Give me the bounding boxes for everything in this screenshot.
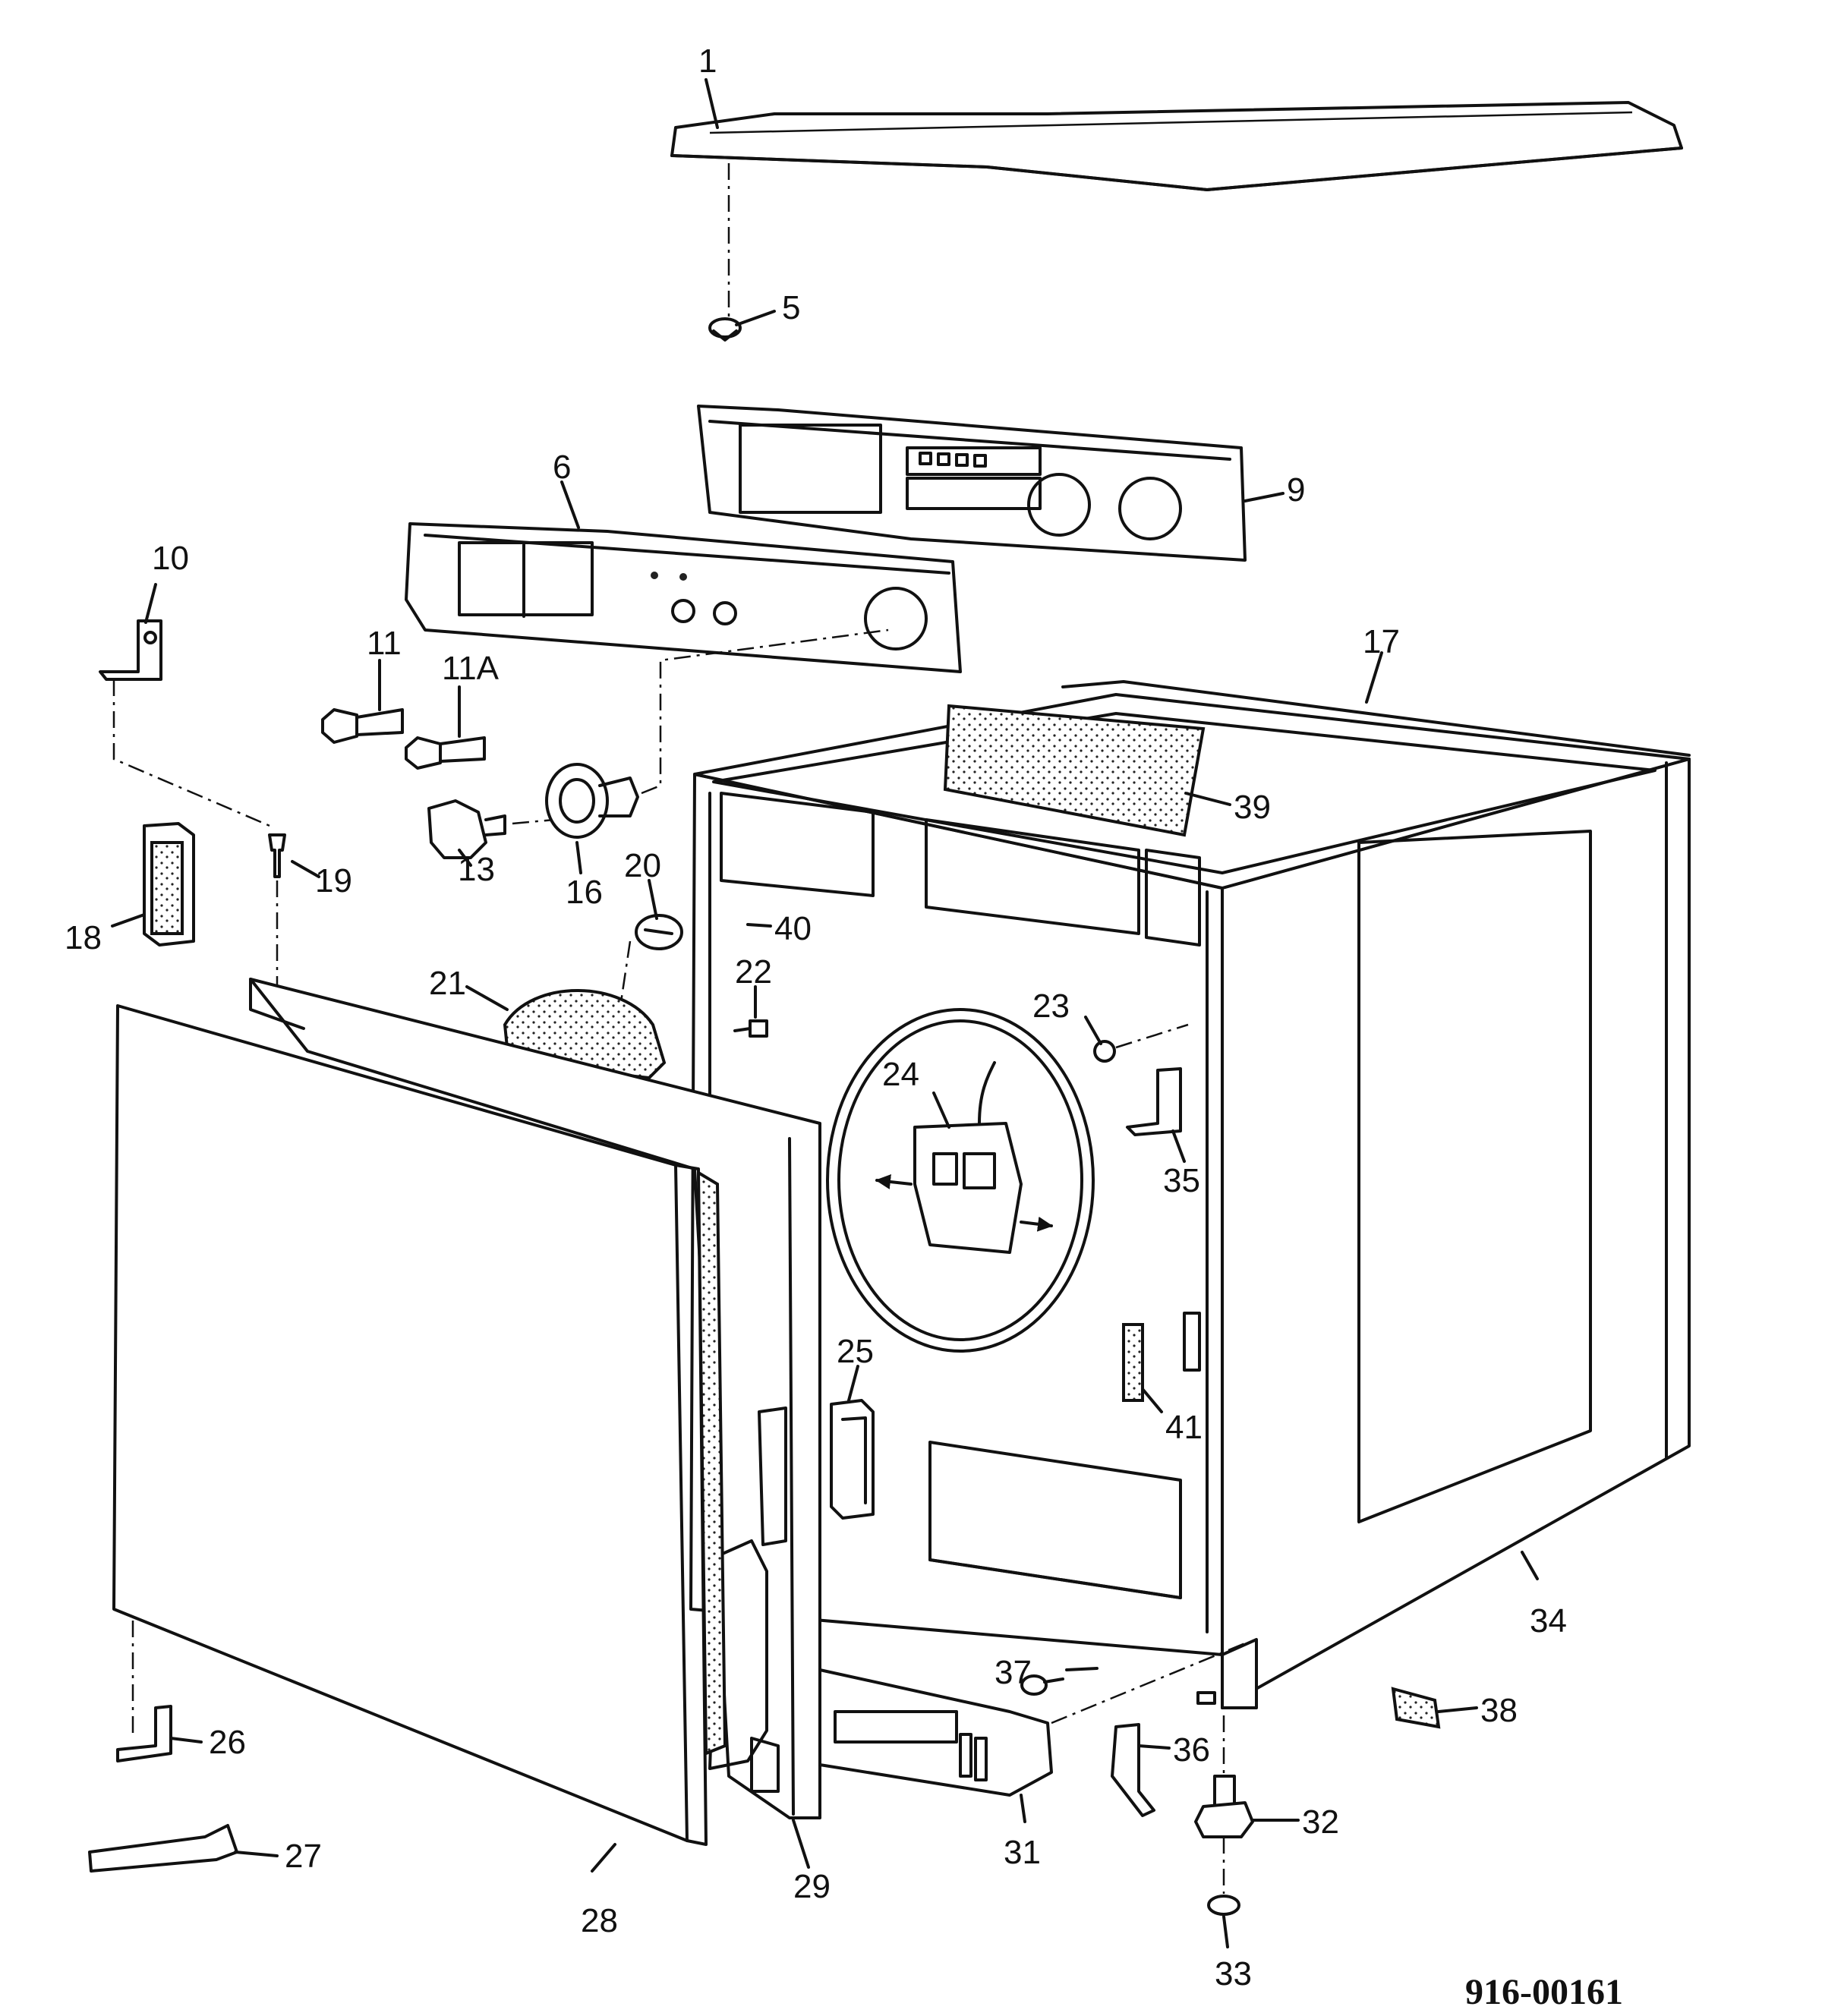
callout-36: 36	[1173, 1731, 1210, 1769]
callout-11: 11	[367, 625, 402, 662]
part-1-top-lid	[670, 101, 1683, 191]
part-13-knob	[427, 799, 506, 859]
callout-20: 20	[624, 847, 661, 884]
callout-41: 41	[1165, 1409, 1203, 1446]
callout-11a: 11A	[442, 650, 500, 687]
callout-29: 29	[793, 1868, 831, 1905]
callout-22: 22	[735, 953, 772, 991]
callout-34: 34	[1530, 1602, 1567, 1640]
part-31-kick-plate	[818, 1668, 1053, 1797]
part-20-grommet	[635, 914, 683, 950]
callout-5: 5	[782, 289, 800, 326]
part-23-cap	[1093, 1023, 1189, 1063]
callout-25: 25	[837, 1333, 874, 1370]
callout-35: 35	[1163, 1162, 1200, 1199]
callout-9: 9	[1287, 471, 1305, 509]
part-19-pin	[268, 833, 286, 878]
part-9-control-panel	[697, 405, 1247, 562]
part-22-screw	[733, 1019, 768, 1038]
part-29-door-frame	[249, 978, 821, 1819]
part-32-foot	[1194, 1775, 1254, 1838]
callout-39: 39	[1234, 789, 1271, 826]
part-5-clip	[708, 317, 742, 342]
callout-26: 26	[209, 1724, 246, 1761]
callout-31: 31	[1004, 1834, 1041, 1871]
part-35-bracket	[1126, 1067, 1182, 1136]
callout-32: 32	[1302, 1803, 1339, 1841]
part-28-door-panel	[112, 1004, 727, 1846]
part-10-hinge-bracket	[99, 619, 162, 681]
part-27-strap	[88, 1824, 238, 1873]
part-36-bracket	[1111, 1723, 1155, 1817]
callout-37: 37	[995, 1654, 1032, 1691]
part-33-pad	[1207, 1895, 1240, 1916]
drawing-code: 916-00161	[1465, 1972, 1623, 2012]
callout-6: 6	[553, 449, 571, 486]
callout-10: 10	[152, 540, 189, 577]
part-17-cabinet	[689, 680, 1691, 1709]
part-26-hinge	[116, 1705, 172, 1762]
part-25-switch	[830, 1399, 875, 1520]
part-11-screw	[321, 708, 404, 744]
callout-labels: 1 5 6 9 10 11 11A 13 16 17 18 19 20 21 2…	[65, 43, 1567, 1992]
callout-33: 33	[1215, 1955, 1252, 1992]
callout-13: 13	[458, 851, 495, 888]
part-11a-screw	[405, 736, 486, 770]
callout-16: 16	[566, 874, 603, 911]
part-16-button-housing	[545, 763, 639, 839]
callout-23: 23	[1032, 988, 1070, 1025]
leader-lines	[111, 78, 1539, 1948]
callout-24: 24	[882, 1056, 919, 1093]
part-38-clip	[1391, 1687, 1441, 1729]
part-37-screw	[1020, 1674, 1064, 1696]
callout-21: 21	[429, 965, 466, 1002]
callout-40: 40	[774, 910, 812, 947]
callout-19: 19	[315, 862, 352, 899]
callout-18: 18	[65, 919, 102, 956]
callout-28: 28	[581, 1902, 618, 1939]
part-6-front-panel	[405, 522, 962, 673]
part-39-filter-pad	[943, 704, 1206, 837]
part-24-door-lock	[875, 1061, 1053, 1254]
callout-27: 27	[285, 1838, 322, 1875]
callout-1: 1	[698, 43, 717, 80]
part-18-latch	[143, 822, 195, 947]
callout-17: 17	[1363, 623, 1400, 660]
callout-38: 38	[1480, 1692, 1518, 1729]
